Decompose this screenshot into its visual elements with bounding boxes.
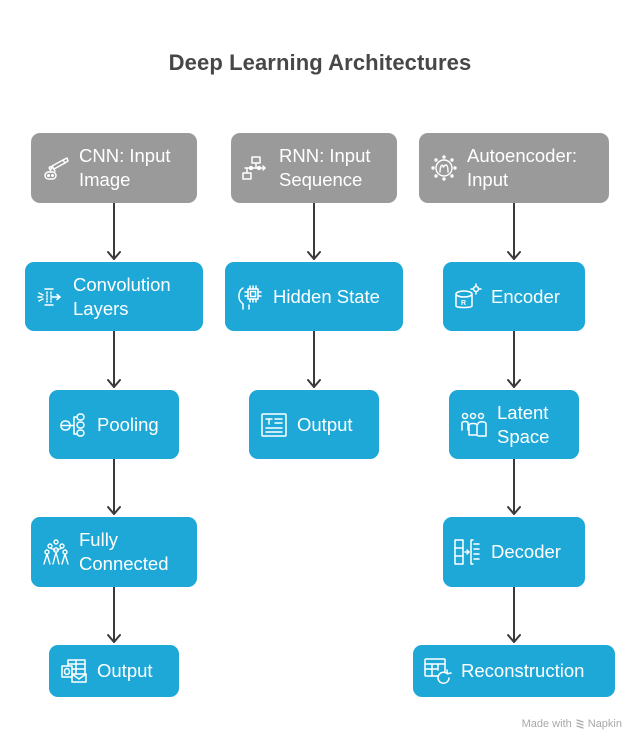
node-label: CNN: Input Image — [79, 145, 171, 190]
table-refresh-icon — [423, 656, 453, 686]
people-group-icon — [459, 410, 489, 440]
node-label: Reconstruction — [461, 660, 585, 681]
arrow-ae-3 — [507, 458, 521, 515]
node-convolution-layers: Convolution Layers — [25, 262, 203, 331]
gear-m-icon — [429, 153, 459, 183]
node-cnn-input: CNN: Input Image — [31, 133, 197, 203]
node-label: Decoder — [491, 541, 561, 562]
node-label: Autoencoder: Input — [467, 145, 578, 190]
napkin-logo-icon — [576, 719, 584, 729]
node-label: Output — [297, 413, 353, 435]
node-label: Output — [97, 660, 153, 681]
filter-layers-icon — [35, 282, 65, 312]
node-reconstruction: Reconstruction — [413, 645, 615, 697]
node-label: Latent Space — [497, 401, 550, 447]
arrow-rnn-1 — [307, 202, 321, 260]
node-hidden-state: Hidden State — [225, 262, 403, 331]
node-pooling: Pooling — [49, 390, 179, 459]
text-document-icon — [259, 410, 289, 440]
made-with-text: Made with — [521, 718, 572, 730]
node-decoder: Decoder — [443, 517, 585, 587]
arrow-ae-2 — [507, 330, 521, 388]
node-label: Pooling — [97, 413, 159, 435]
arrow-ae-1 — [507, 202, 521, 260]
node-label: Hidden State — [273, 285, 380, 307]
diagram-title: Deep Learning Architectures — [168, 50, 472, 75]
arrow-ae-4 — [507, 586, 521, 643]
node-rnn-input: RNN: Input Sequence — [231, 133, 397, 203]
node-autoencoder-input: Autoencoder: Input — [419, 133, 609, 203]
arrow-rnn-2 — [307, 330, 321, 388]
flowchart-icon — [241, 153, 271, 183]
footer-credit: Made with Napkin — [522, 718, 622, 730]
node-label: Convolution Layers — [73, 273, 171, 319]
database-gear-icon: R — [453, 282, 483, 312]
network-people-icon — [41, 537, 71, 567]
node-rnn-output: Output — [249, 390, 379, 459]
table-mail-icon — [59, 656, 89, 686]
arrow-cnn-2 — [107, 330, 121, 388]
columns-transform-icon — [453, 537, 483, 567]
arrow-cnn-1 — [107, 202, 121, 260]
arrow-cnn-3 — [107, 458, 121, 515]
node-cnn-output: Output — [49, 645, 179, 697]
database-stack-icon — [59, 410, 89, 440]
robot-camera-icon — [41, 153, 71, 183]
node-label: RNN: Input Sequence — [279, 145, 371, 190]
napkin-brand-text: Napkin — [587, 718, 622, 730]
node-encoder: R Encoder — [443, 262, 585, 331]
svg-text:R: R — [461, 300, 466, 307]
node-label: Encoder — [491, 285, 560, 307]
node-label: Fully Connected — [79, 529, 169, 574]
node-latent-space: Latent Space — [449, 390, 579, 459]
brain-chip-icon — [235, 282, 265, 312]
arrow-cnn-4 — [107, 586, 121, 643]
node-fully-connected: Fully Connected — [31, 517, 197, 587]
